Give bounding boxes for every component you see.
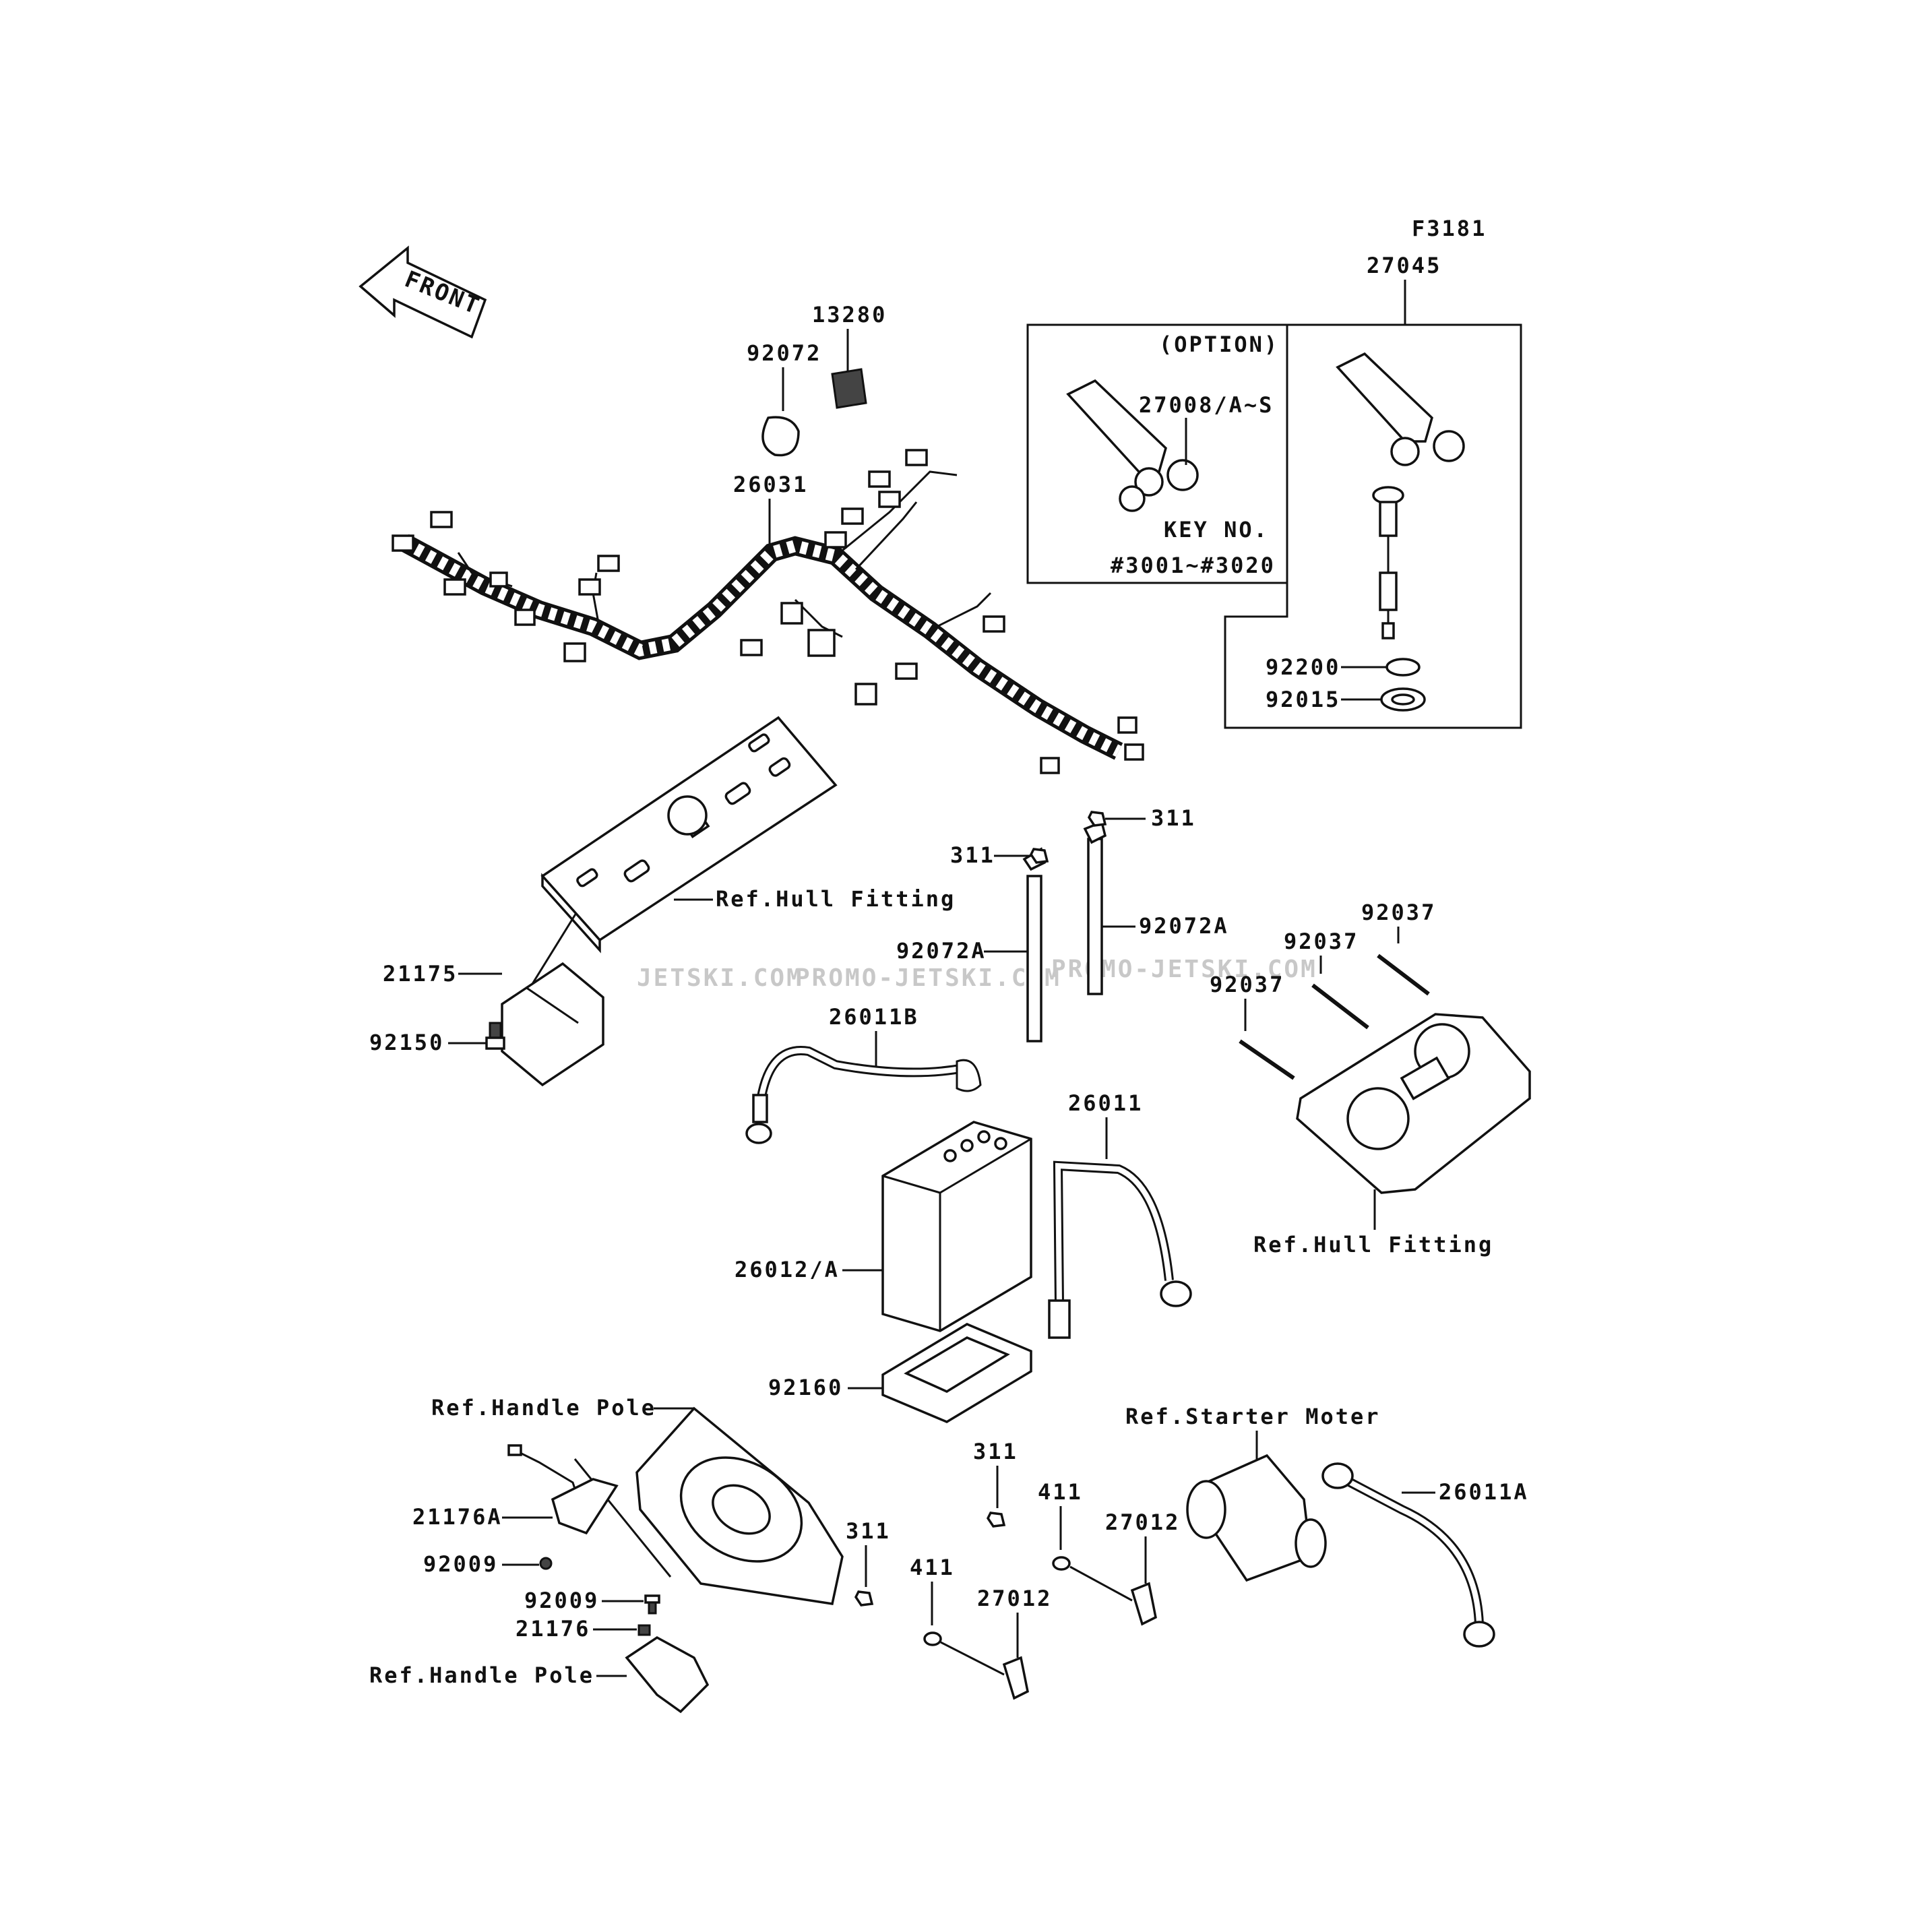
part-label-311-b: 311 <box>1151 805 1196 831</box>
ref-starter-motor: Ref.Starter Moter <box>1125 1404 1381 1429</box>
spacer-icon <box>637 1624 651 1636</box>
front-arrow-icon: FRONT <box>359 245 487 339</box>
bolt-icon <box>485 1022 505 1050</box>
part-label-92015: 92015 <box>1266 687 1340 712</box>
part-label-311-c: 311 <box>973 1439 1018 1464</box>
part-label-13280: 13280 <box>812 302 887 328</box>
part-label-92072A-a: 92072A <box>896 938 987 964</box>
label-plate-icon <box>831 368 867 409</box>
part-label-26011B: 26011B <box>829 1004 919 1030</box>
ref-handle-pole-lower: Ref.Handle Pole <box>369 1662 594 1688</box>
key-fob-icon <box>1066 379 1199 512</box>
part-label-27008: 27008/A~S <box>1139 392 1274 418</box>
screw-icon <box>539 1557 553 1570</box>
option-box: (OPTION) KEY NO. #3001~#3020 27008/A~S <box>1026 323 1288 584</box>
part-label-26011A: 26011A <box>1439 1479 1529 1505</box>
part-label-26012A: 26012/A <box>735 1257 840 1282</box>
part-label-27012-a: 27012 <box>1105 1509 1180 1535</box>
washer-icon <box>923 1631 942 1646</box>
strap-icon <box>1022 820 1107 1042</box>
option-title: (OPTION) <box>1159 332 1279 357</box>
battery-tray-icon <box>881 1323 1032 1423</box>
part-label-92072A-b: 92072A <box>1139 913 1229 939</box>
sensor-magnet-icon <box>625 1635 710 1714</box>
clamp-icon <box>761 416 800 457</box>
sensor-icon <box>507 1444 619 1535</box>
control-box-icon <box>501 962 604 1087</box>
wiring-harness-icon <box>392 449 1144 774</box>
kit-box-27045: 27045 92200 92015 <box>1224 253 1522 729</box>
part-label-27045: 27045 <box>1367 253 1441 278</box>
part-label-92150: 92150 <box>369 1030 444 1055</box>
key-fob-icon <box>1336 352 1465 466</box>
battery-icon <box>881 1121 1032 1332</box>
battery-cable-icon <box>1048 1160 1192 1339</box>
ref-hull-fitting-lower: Ref.Hull Fitting <box>1253 1232 1493 1257</box>
battery-cable-icon <box>745 1046 982 1144</box>
starter-motor-icon <box>1186 1454 1327 1582</box>
part-label-26031: 26031 <box>733 472 808 497</box>
key-label: KEY NO. <box>1164 517 1269 542</box>
part-label-411-a: 411 <box>1038 1479 1083 1505</box>
terminal-icon <box>1130 1582 1157 1626</box>
part-label-92037-b: 92037 <box>1284 929 1359 954</box>
figure-code: F3181 <box>1412 216 1487 241</box>
part-label-21176A: 21176A <box>412 1504 503 1530</box>
nut-icon <box>854 1590 874 1607</box>
ref-handle-pole-upper: Ref.Handle Pole <box>431 1395 656 1421</box>
ref-hull-fitting-upper: Ref.Hull Fitting <box>716 886 956 912</box>
part-label-311-a: 311 <box>950 842 995 868</box>
handle-pole-plate-icon <box>635 1406 844 1605</box>
part-label-27012-b: 27012 <box>977 1586 1052 1611</box>
nut-icon <box>1029 848 1049 864</box>
hull-fitting-plate-icon <box>1296 1013 1531 1194</box>
part-label-92009-a: 92009 <box>423 1551 498 1577</box>
part-label-21176: 21176 <box>516 1616 590 1642</box>
washer-icon <box>1380 658 1426 712</box>
watermark-text: JETSKI.COM <box>637 964 803 992</box>
watermark-text: PROMO-JETSKI.COM <box>795 964 1061 992</box>
washer-icon <box>1052 1556 1071 1571</box>
part-label-92072: 92072 <box>747 340 821 366</box>
battery-cable-icon <box>1321 1462 1495 1648</box>
part-label-92200: 92200 <box>1266 654 1340 680</box>
part-label-92037-a: 92037 <box>1361 900 1436 925</box>
screw-icon <box>644 1594 660 1615</box>
part-label-92009-b: 92009 <box>524 1588 599 1613</box>
nut-icon <box>1087 811 1107 827</box>
part-label-92160: 92160 <box>768 1375 843 1400</box>
part-label-311-d: 311 <box>846 1518 891 1544</box>
key-range: #3001~#3020 <box>1111 553 1276 578</box>
part-label-411-b: 411 <box>910 1555 955 1580</box>
nut-icon <box>986 1512 1006 1528</box>
part-label-92037-c: 92037 <box>1210 972 1284 997</box>
terminal-icon <box>1002 1656 1029 1700</box>
part-label-21175: 21175 <box>383 961 458 987</box>
ignition-switch-icon <box>1372 486 1404 640</box>
part-label-26011: 26011 <box>1068 1090 1143 1116</box>
hull-fitting-tray-icon <box>540 716 838 954</box>
